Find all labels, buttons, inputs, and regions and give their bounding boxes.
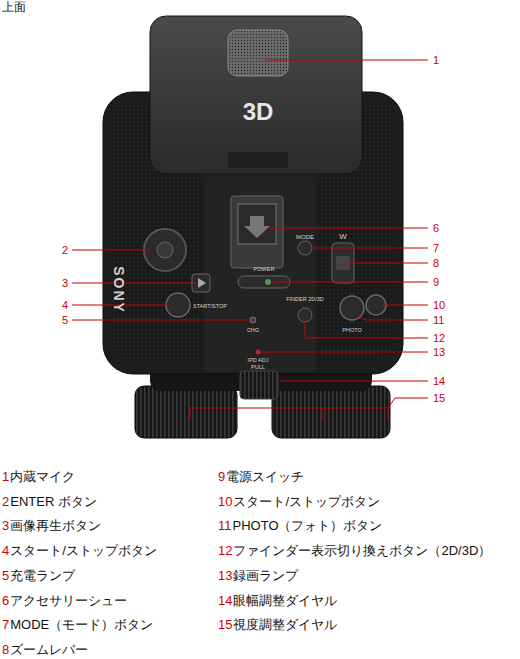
button-marking: W xyxy=(339,232,347,241)
list-number: 3 xyxy=(2,519,9,534)
part-name: PHOTO（フォト）ボタン xyxy=(233,519,383,534)
list-number: 4 xyxy=(2,544,9,559)
list-number: 15 xyxy=(218,618,232,633)
list-number: 8 xyxy=(2,642,9,657)
button-marking: FINDER 2D/3D xyxy=(286,296,324,302)
illustration-part xyxy=(336,256,350,270)
illustration-part xyxy=(204,176,316,372)
callout-number: 9 xyxy=(433,276,439,289)
part-name: 充電ランプ xyxy=(10,568,75,583)
illustration-part xyxy=(231,196,283,268)
callout-number: 12 xyxy=(433,332,445,345)
list-number: 6 xyxy=(2,593,9,608)
brand-mark: SONY xyxy=(111,266,127,314)
button-marking: MODE xyxy=(296,234,314,241)
part-name: 録画ランプ xyxy=(233,568,298,583)
illustration-part xyxy=(348,263,428,264)
callout-number: 13 xyxy=(433,346,445,359)
illustration-part xyxy=(190,408,388,420)
illustration-part xyxy=(144,229,186,271)
callout-number: 6 xyxy=(433,222,439,235)
callout-number: 10 xyxy=(433,299,445,312)
part-name: 内蔵マイク xyxy=(10,470,75,485)
view-title: 上面 xyxy=(2,1,26,15)
illustration-part xyxy=(228,152,288,168)
illustration-part xyxy=(256,350,261,355)
dial-marking: PULL xyxy=(251,364,265,370)
part-name: アクセサリーシュー xyxy=(10,593,127,608)
illustration-part xyxy=(322,408,323,420)
callout-number: 5 xyxy=(62,314,68,327)
illustration-part xyxy=(250,317,256,323)
illustration-part xyxy=(340,296,364,320)
list-number: 14 xyxy=(218,593,232,608)
model-mark: 3D xyxy=(243,98,274,126)
lamp-marking: CHG xyxy=(247,327,259,333)
illustration-part xyxy=(265,60,428,61)
illustration-part xyxy=(280,381,428,382)
illustration-part xyxy=(72,283,196,284)
part-name: 視度調整ダイヤル xyxy=(233,618,337,633)
illustration-part xyxy=(244,216,270,238)
illustration-part xyxy=(360,318,366,320)
callout-number: 1 xyxy=(433,54,439,67)
illustration-part xyxy=(311,248,428,249)
illustration-part xyxy=(240,371,278,399)
illustration-part xyxy=(150,16,362,174)
list-number: 12 xyxy=(218,544,232,559)
part-name: ズームレバー xyxy=(10,642,88,657)
illustration-part xyxy=(135,386,237,438)
list-number: 5 xyxy=(2,568,9,583)
list-number: 2 xyxy=(2,494,9,509)
list-number: 1 xyxy=(2,470,9,485)
illustration-part xyxy=(198,278,206,288)
part-name: MODE（モード）ボタン xyxy=(10,618,153,633)
illustration-part xyxy=(382,305,428,306)
illustration-part xyxy=(298,308,312,322)
callout-number: 3 xyxy=(62,277,68,290)
illustration-part xyxy=(270,282,428,283)
callout-number: 7 xyxy=(433,242,439,255)
illustration-part xyxy=(72,320,249,321)
part-name: 眼幅調整ダイヤル xyxy=(233,593,337,608)
callout-number: 8 xyxy=(433,257,439,270)
illustration-part xyxy=(238,204,276,244)
illustration-part xyxy=(272,386,390,438)
part-name: 画像再生ボタン xyxy=(10,519,101,534)
callout-number: 14 xyxy=(433,375,445,388)
part-name: スタート/ストップボタン xyxy=(233,494,380,509)
part-name: ENTER ボタン xyxy=(10,494,97,509)
part-name: 電源スイッチ xyxy=(226,470,304,485)
switch-marking: POWER xyxy=(254,266,275,272)
list-number: 10 xyxy=(218,494,232,509)
part-name: ファインダー表示切り換えボタン（2D/3D） xyxy=(233,544,491,559)
list-number: 9 xyxy=(218,470,225,485)
list-number: 11 xyxy=(218,519,232,534)
illustration-part xyxy=(72,250,150,251)
illustration-part xyxy=(268,228,428,229)
illustration-part xyxy=(305,322,428,338)
callout-number: 15 xyxy=(433,392,445,405)
list-number: 13 xyxy=(218,568,232,583)
list-number: 7 xyxy=(2,618,9,633)
leader-lines xyxy=(72,60,428,420)
illustration-part xyxy=(298,241,312,255)
button-marking: START/STOP xyxy=(193,303,227,309)
callout-number: 2 xyxy=(62,244,68,257)
illustration-part xyxy=(388,398,428,408)
illustration-part xyxy=(366,320,428,321)
illustration-part xyxy=(262,352,428,353)
illustration-part xyxy=(157,242,173,258)
callout-number: 4 xyxy=(62,299,68,312)
dial-marking: IPD ADJ xyxy=(248,357,269,363)
part-name: スタート/ストップボタン xyxy=(10,544,157,559)
illustration-part xyxy=(228,30,288,76)
illustration-part xyxy=(166,293,190,317)
button-marking: PHOTO xyxy=(342,327,361,333)
callout-number: 11 xyxy=(433,314,444,327)
